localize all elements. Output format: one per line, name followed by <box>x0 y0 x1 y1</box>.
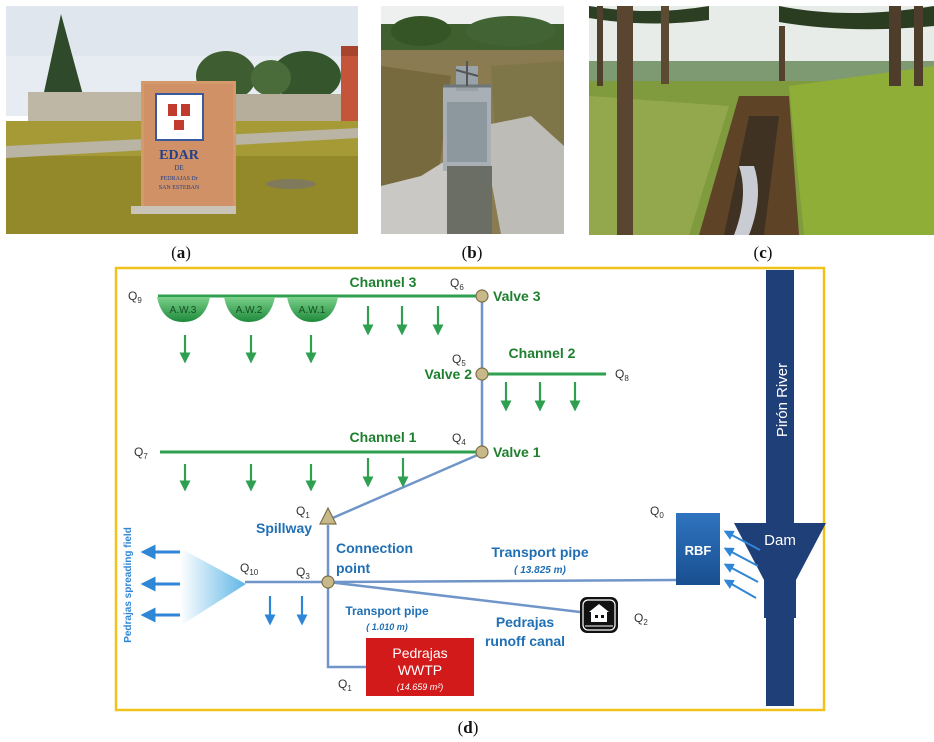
q1-top-label: Q1 <box>296 504 310 520</box>
aw2-pond <box>224 297 275 322</box>
channel-1-label: Channel 1 <box>350 429 417 445</box>
caption-b: (b) <box>461 243 483 262</box>
q5-label: Q5 <box>452 352 466 368</box>
caption-a: (a) <box>171 243 191 262</box>
aw1-pond <box>287 297 338 322</box>
photo-c-infiltration-ditch <box>589 6 934 235</box>
river-label: Pirón River <box>774 363 791 437</box>
runoff-canal-label-2: runoff canal <box>485 633 565 649</box>
sign-text-de: DE <box>174 164 183 172</box>
q4-label: Q4 <box>452 431 466 447</box>
wwtp-area: (14.659 m²) <box>397 682 444 692</box>
transport-pipe-lower-length: ( 1.010 m) <box>366 622 408 632</box>
pipe-spillway-valve1 <box>327 451 483 522</box>
spreading-field-arrows <box>140 544 180 623</box>
spillway-label: Spillway <box>256 520 312 536</box>
infiltration-arrows-green <box>179 306 581 492</box>
q6-label: Q6 <box>450 276 464 292</box>
valve-1-node <box>475 445 489 459</box>
transport-pipe-upper-length: ( 13.825 m) <box>514 565 566 576</box>
q0-label: Q0 <box>650 504 664 520</box>
valve-3-node <box>475 289 489 303</box>
photo-b-channel-gate <box>381 6 564 234</box>
sign-text-edar: EDAR <box>159 148 200 163</box>
wwtp-label-2: WWTP <box>398 662 442 678</box>
channel-2-label: Channel 2 <box>509 345 576 361</box>
transport-pipe-upper-label: Transport pipe <box>491 544 588 560</box>
wwtp-label-1: Pedrajas <box>392 645 447 661</box>
rbf-label: RBF <box>685 543 712 558</box>
wwtp-box <box>366 638 474 696</box>
channel-3-label: Channel 3 <box>350 274 417 290</box>
caption-d: (d) <box>457 718 479 737</box>
rbf-box <box>676 513 720 585</box>
q2-label: Q2 <box>634 611 648 627</box>
rbf-inflow-arrows <box>723 530 761 599</box>
photo-a-edar-sign: EDAR DE PEDRAJAS Dr SAN ESTEBAN <box>6 6 358 234</box>
transport-pipe-main <box>327 578 677 584</box>
aw3-label: A.W.3 <box>170 305 197 316</box>
valve-2-node <box>475 367 489 381</box>
connection-point-node <box>321 575 335 589</box>
valve-3-label: Valve 3 <box>493 288 541 304</box>
sign-text-san-esteban: SAN ESTEBAN <box>159 185 200 191</box>
q3-label: Q3 <box>296 565 310 581</box>
q9-label: Q9 <box>128 289 142 305</box>
spillway-triangle <box>319 506 337 525</box>
valve-1-label: Valve 1 <box>493 444 541 460</box>
connection-point-label-1: Connection <box>336 540 413 556</box>
q8-label: Q8 <box>615 367 629 383</box>
dam-label: Dam <box>764 532 796 549</box>
aw2-label: A.W.2 <box>236 305 263 316</box>
transport-pipe-wwtp <box>326 582 366 669</box>
valve-2-label: Valve 2 <box>425 366 473 382</box>
diagram-border <box>114 266 826 712</box>
seepage-arrows-blue <box>264 596 308 626</box>
spreading-field-label: Pedrajas spreading field <box>123 527 134 643</box>
sign-text-pedrajas: PEDRAJAS Dr <box>160 176 198 182</box>
aw3-pond <box>157 297 210 322</box>
q7-label: Q7 <box>134 445 148 461</box>
house-icon <box>580 597 618 633</box>
runoff-canal-label-1: Pedrajas <box>496 614 555 630</box>
piron-river <box>766 270 794 706</box>
q10-label: Q10 <box>240 561 259 577</box>
q1-bottom-label: Q1 <box>338 677 352 693</box>
connection-point-label-2: point <box>336 560 371 576</box>
aw1-label: A.W.1 <box>299 305 326 316</box>
spreading-field-triangle <box>180 548 246 626</box>
runoff-canal-line <box>327 580 581 614</box>
transport-pipe-lower-label: Transport pipe <box>345 604 429 618</box>
caption-c: (c) <box>753 243 773 262</box>
